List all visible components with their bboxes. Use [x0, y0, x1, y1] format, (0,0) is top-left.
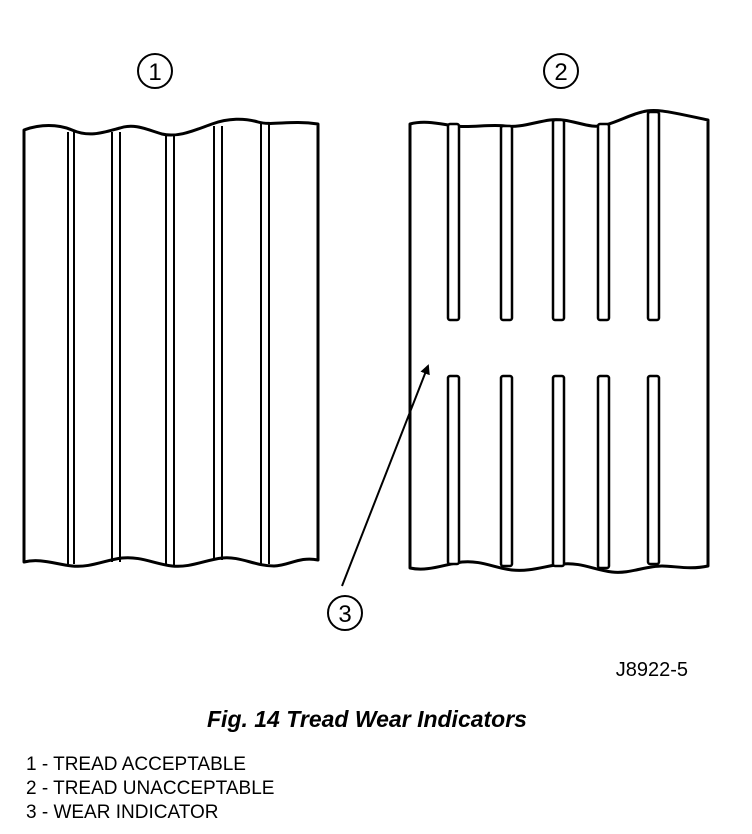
image-code: J8922-5: [616, 659, 688, 681]
tread-acceptable-outline: [22, 117, 320, 568]
legend-item-tread-unacceptable: 2 - TREAD UNACCEPTABLE: [26, 778, 275, 799]
tread-acceptable-grooves: [67, 122, 270, 566]
callout-1-label: 1: [148, 59, 161, 86]
wear-indicator-leader-arrow: [341, 364, 430, 587]
callout-3-label: 3: [338, 601, 351, 628]
tread-acceptable-illustration: [22, 117, 320, 568]
callout-2-label: 2: [554, 59, 567, 86]
callout-2: 2: [543, 53, 579, 89]
tread-unacceptable-grooves: [446, 110, 661, 570]
figure-caption: Fig. 14 Tread Wear Indicators: [207, 706, 527, 732]
legend-item-wear-indicator: 3 - WEAR INDICATOR: [26, 802, 219, 823]
callout-1: 1: [137, 53, 173, 89]
callout-3: 3: [327, 595, 363, 631]
tread-wear-figure: 1 2: [22, 53, 710, 681]
legend-item-tread-acceptable: 1 - TREAD ACCEPTABLE: [26, 754, 246, 775]
tread-unacceptable-illustration: [408, 108, 710, 574]
legend: 1 - TREAD ACCEPTABLE 2 - TREAD UNACCEPTA…: [26, 753, 274, 825]
